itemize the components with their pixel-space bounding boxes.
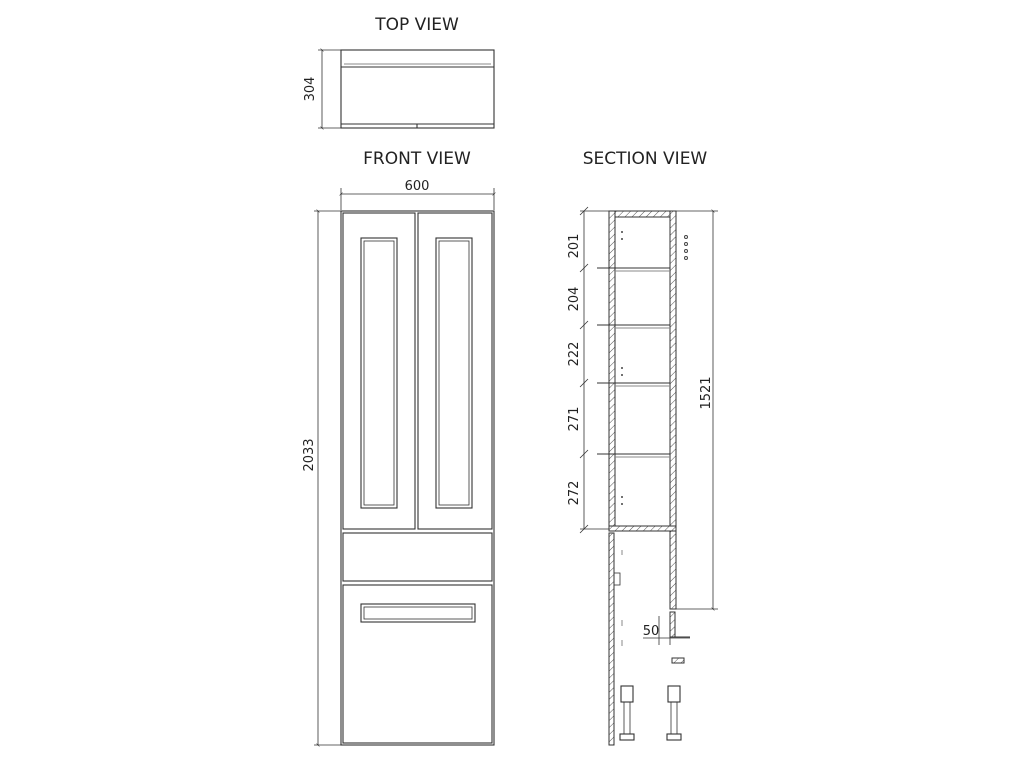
section-top-panel — [608, 210, 677, 218]
top-view-title: TOP VIEW — [374, 15, 459, 35]
section-lower-front — [608, 532, 615, 746]
section-back-wall — [669, 210, 677, 610]
right-door — [417, 212, 493, 530]
width-label: 600 — [405, 179, 430, 194]
lower-door — [342, 584, 493, 744]
recess-label: 50 — [643, 624, 660, 639]
top-view: TOP VIEW 304 — [303, 15, 495, 130]
drawer-front — [342, 532, 493, 582]
shelf-3-label: 222 — [567, 342, 582, 367]
section-lower-back — [669, 611, 676, 638]
shelf-4-label: 271 — [567, 407, 582, 432]
shelf-5-label: 272 — [567, 481, 582, 506]
front-view-title: FRONT VIEW — [363, 149, 471, 169]
section-front-wall — [608, 210, 616, 530]
front-view: FRONT VIEW 600 2033 — [302, 149, 496, 747]
adjustable-leg — [619, 685, 635, 741]
section-view-title: SECTION VIEW — [583, 149, 708, 169]
shelf-pin-holes — [621, 231, 688, 505]
right-door-panel — [435, 237, 473, 509]
upper-height-label: 1521 — [699, 376, 714, 409]
section-view: SECTION VIEW — [567, 149, 718, 746]
left-door-panel — [360, 237, 398, 509]
lower-door-handle — [360, 603, 476, 623]
front-view-outline — [340, 210, 495, 746]
shelf-2-label: 204 — [567, 287, 582, 312]
top-view-outline — [340, 49, 495, 129]
left-door — [342, 212, 416, 530]
adjustable-leg — [666, 685, 682, 741]
section-upper-bottom — [608, 525, 677, 532]
height-label: 2033 — [302, 438, 317, 471]
top-depth-label: 304 — [303, 77, 318, 102]
shelf-1-label: 201 — [567, 234, 582, 259]
